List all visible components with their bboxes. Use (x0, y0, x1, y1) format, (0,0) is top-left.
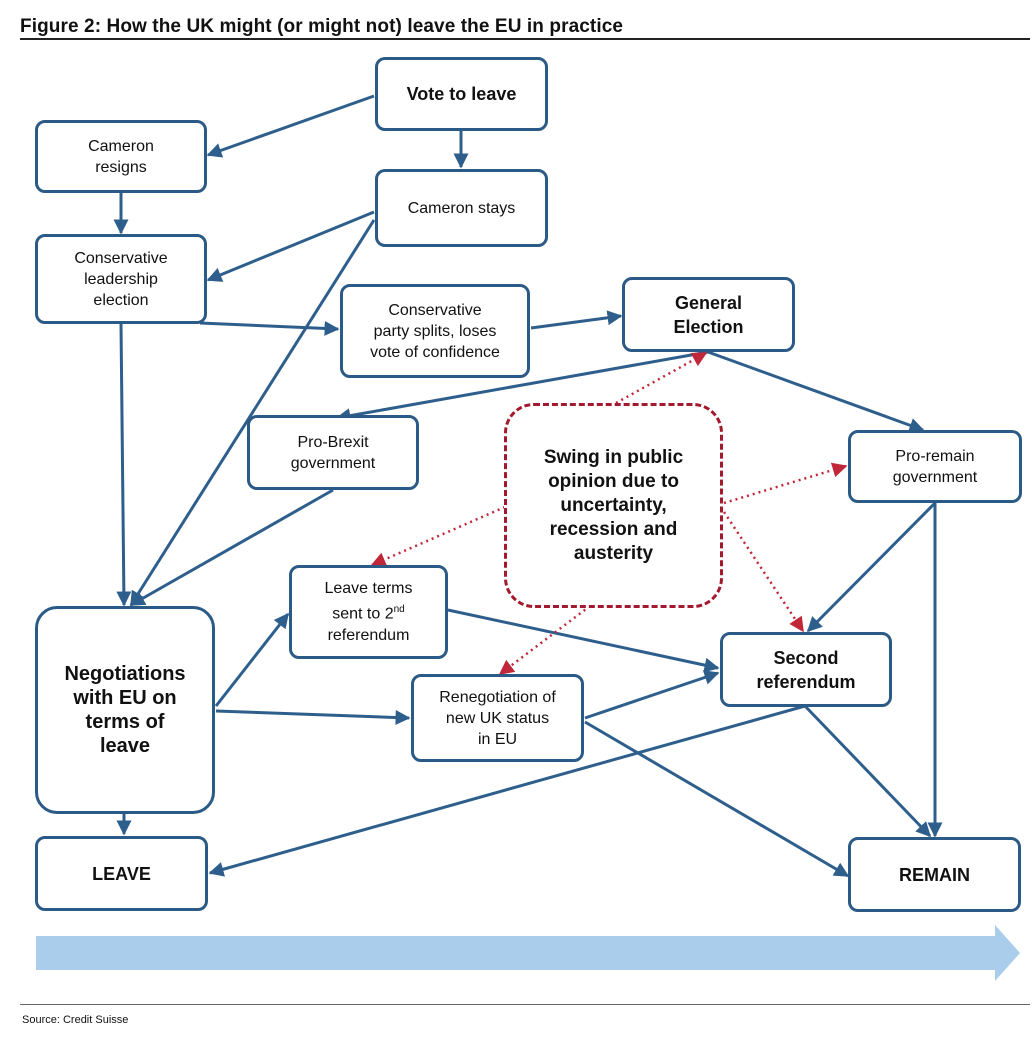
leave-terms-label-b: referendum (327, 626, 410, 644)
renegotiation-box: Renegotiation of new UK status in EU (411, 674, 584, 762)
dotted-swing-proremain (723, 462, 848, 505)
cameron-resigns-box: Cameron resigns (35, 120, 207, 193)
arrow-second-to-remain (803, 704, 932, 838)
remain-label: REMAIN (899, 864, 970, 885)
arrow-splits-to-general (530, 310, 623, 330)
arrow-second-to-leave (208, 704, 806, 877)
arrow-vote-to-resigns (206, 94, 375, 158)
source-note: Source: Credit Suisse (22, 1014, 129, 1026)
dotted-swing-renegotiation (498, 605, 591, 675)
vote-to-leave-label: Vote to leave (406, 84, 517, 104)
pro-remain-box: Pro-remain government (848, 430, 1022, 503)
pro-remain-label: Pro-remain government (892, 447, 978, 486)
source-rule (20, 1004, 1030, 1005)
party-splits-box: Conservative party splits, loses vote of… (340, 284, 530, 378)
arrow-stays-to-election (206, 210, 375, 282)
arrow-general-to-probrexit (335, 350, 709, 424)
figure-title: Figure 2: How the UK might (or might not… (20, 16, 624, 37)
pro-brexit-label: Pro-Brexit government (290, 433, 376, 472)
title-rule (20, 38, 1030, 40)
cameron-resigns-label: Cameron resigns (88, 137, 154, 176)
leave-label: LEAVE (92, 863, 151, 884)
arrow-negotiations-to-leaveterms (214, 612, 290, 707)
dotted-swing-second (722, 511, 805, 633)
cameron-stays-label: Cameron stays (407, 199, 516, 217)
dotted-swing-leaveterms (370, 505, 506, 567)
arrow-general-to-proremain (707, 350, 925, 433)
arrow-proremain-to-second (806, 501, 937, 633)
swing-opinion-label: Swing in public opinion due to uncertain… (543, 446, 684, 564)
timeline-arrow (36, 925, 1020, 981)
arrow-renegotiation-to-second (584, 670, 720, 720)
flow-arrows (36, 94, 1020, 981)
arrow-renegotiation-to-remain (584, 720, 850, 878)
leadership-election-box: Conservative leadership election (35, 234, 207, 324)
negotiations-label: Negotiations with EU on terms of leave (64, 663, 186, 757)
arrow-stays-to-negotiations (129, 219, 376, 607)
leave-terms-label: Leave terms sent to 2nd referendum (324, 578, 412, 645)
second-referendum-box: Second referendum (720, 632, 892, 707)
arrow-leaveterms-to-second (447, 608, 720, 673)
arrow-probrexit-to-negotiations (129, 488, 334, 607)
arrow-election-to-splits (199, 320, 340, 336)
party-splits-label: Conservative party splits, loses vote of… (370, 301, 500, 361)
leadership-election-label: Conservative leadership election (74, 249, 168, 309)
arrow-negotiations-to-renegotiation (215, 709, 411, 726)
remain-box: REMAIN (848, 837, 1021, 912)
leave-box: LEAVE (35, 836, 208, 911)
second-referendum-label: Second referendum (756, 647, 856, 692)
pro-brexit-box: Pro-Brexit government (247, 415, 419, 490)
leave-terms-superscript: nd (393, 604, 405, 616)
leave-terms-box: Leave terms sent to 2nd referendum (289, 565, 448, 659)
general-election-box: General Election (622, 277, 795, 352)
leave-terms-label-a: Leave terms sent to 2 (324, 580, 413, 623)
general-election-label: General Election (673, 292, 744, 337)
arrow-election-to-negotiations (116, 323, 132, 607)
vote-to-leave-box: Vote to leave (375, 57, 548, 131)
swing-opinion-box: Swing in public opinion due to uncertain… (504, 403, 723, 608)
renegotiation-label: Renegotiation of new UK status in EU (439, 688, 556, 748)
cameron-stays-box: Cameron stays (375, 169, 548, 247)
dotted-swing-general (615, 351, 708, 405)
negotiations-box: Negotiations with EU on terms of leave (35, 606, 215, 814)
